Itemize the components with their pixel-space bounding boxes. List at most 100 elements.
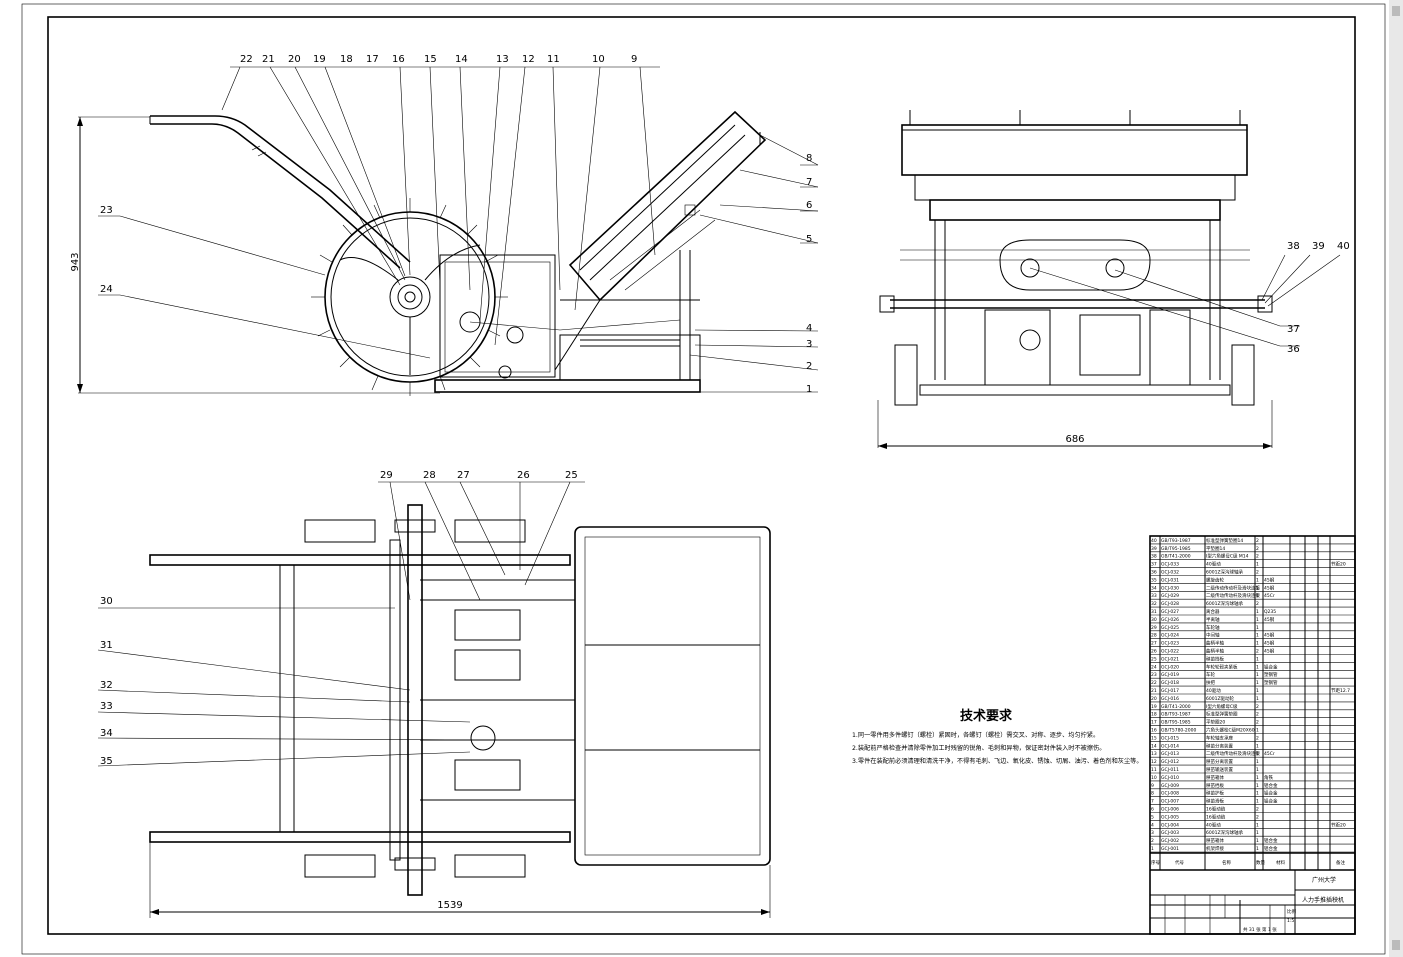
bom-cell: GCJ-008 (1161, 791, 1179, 797)
bom-cell: GCJ-004 (1161, 822, 1179, 828)
svg-text:16: 16 (392, 54, 405, 65)
bom-cell: 6 (1151, 807, 1154, 813)
bom-cell: 16 (1151, 728, 1157, 734)
bom-cell: 2 (1256, 720, 1259, 726)
bom-cell: 铝合金 (1264, 845, 1278, 852)
bom-cell: GCJ-023 (1161, 641, 1179, 647)
bom-cell: 秧苗护板 (1206, 790, 1224, 797)
svg-text:37: 37 (1287, 324, 1300, 335)
bom-cell: 秧苗分离装置 (1206, 758, 1233, 765)
bom-cell: GCJ-014 (1161, 743, 1179, 749)
dim-width-text: 686 (1065, 434, 1084, 445)
scroll-up-arrow[interactable] (1392, 6, 1400, 16)
svg-text:1: 1 (806, 384, 812, 395)
bom-cell: 45钢 (1264, 576, 1275, 583)
bom-cell: GB/T95-1985 (1161, 546, 1191, 552)
bom-cell: GCJ-016 (1161, 696, 1179, 702)
bom-cell: 车轮轮毂夹紧板 (1206, 663, 1238, 670)
bom-cell: 16驱动链 (1206, 806, 1226, 813)
bom-cell: GB/T41-2000 (1161, 704, 1191, 710)
bom-cell: 1 (1256, 617, 1259, 623)
bom-cell: 机架焊接 (1206, 845, 1224, 852)
svg-text:数量: 数量 (1256, 859, 1265, 866)
svg-text:31: 31 (100, 640, 113, 651)
bom-cell: 6001Z深沟球轴承 (1206, 600, 1244, 607)
bom-cell: 45钢 (1264, 584, 1275, 591)
bom-cell: 1 (1256, 672, 1259, 678)
bom-cell: 1 (1256, 625, 1259, 631)
bom-cell: 10 (1151, 775, 1157, 781)
bom-cell: 13 (1151, 751, 1157, 757)
bom-cell: 1 (1256, 680, 1259, 686)
bom-cell: GCJ-027 (1161, 609, 1179, 615)
bom-cell: 1 (1256, 743, 1259, 749)
svg-text:13: 13 (496, 54, 509, 65)
bom-cell: 秧苗滑板 (1206, 798, 1224, 805)
bom-cell: 车轮轴支承座 (1206, 734, 1233, 741)
bom-cell: 28 (1151, 633, 1157, 639)
bom-cell: 秧苗挡板 (1206, 782, 1224, 789)
bom-cell: 曲柄半轴 (1206, 648, 1224, 655)
bom-cell: 塑钢管 (1264, 671, 1278, 678)
seedling-tray-plan (574, 526, 771, 866)
tech-requirements-title: 技术要求 (960, 709, 1013, 724)
bom-cell: 23 (1151, 672, 1157, 678)
scrollbar[interactable] (1389, 0, 1403, 957)
svg-text:11: 11 (547, 54, 560, 65)
sheet-inner-border (47, 16, 1356, 935)
bom-cell: 角铁 (1264, 774, 1273, 781)
svg-text:30: 30 (100, 596, 113, 607)
bom-cell: 节距20 (1331, 562, 1346, 568)
end-view: 686 38 39 40 37 36 (877, 110, 1350, 449)
bom-cell: 17 (1151, 720, 1157, 726)
bom-cell: 秧苗箱体 (1206, 837, 1224, 844)
svg-text:20: 20 (288, 54, 301, 65)
bom-cell: 40驱动 (1206, 821, 1221, 828)
bom-cell: 39 (1151, 546, 1157, 552)
bom-cell: 30 (1151, 617, 1157, 623)
bom-cell: GCJ-032 (1161, 570, 1179, 576)
svg-text:27: 27 (457, 470, 470, 481)
bom-cell: 5 (1151, 814, 1154, 820)
bom-cell: 中间轴 (1206, 632, 1220, 639)
bom-cell: 铝合金 (1264, 663, 1278, 670)
bom-cell: 平垫圈14 (1206, 545, 1225, 552)
svg-text:34: 34 (100, 728, 113, 739)
bom-cell: 1 (1256, 799, 1259, 805)
svg-text:2: 2 (806, 361, 812, 372)
bom-cell: GB/T93-1987 (1161, 538, 1191, 544)
svg-text:6: 6 (806, 200, 812, 211)
bom-cell: 6001Z驱动轮 (1206, 695, 1235, 702)
bom-cell: 31 (1151, 609, 1157, 615)
tech-requirement-3: 3.零件在装配前必须清理和清洗干净，不得有毛刺、飞边、氧化皮、锈蚀、切屑、油污、… (852, 758, 1143, 765)
bom-cell: 19 (1151, 704, 1157, 710)
bom-cell: 秧苗挡板 (1206, 655, 1224, 662)
svg-text:24: 24 (100, 284, 113, 295)
bom-cell: 37 (1151, 562, 1157, 568)
bom-cell: GCJ-003 (1161, 830, 1179, 836)
bom-cell: 15 (1151, 735, 1157, 741)
bom-cell: 2 (1256, 704, 1259, 710)
svg-text:40: 40 (1337, 241, 1350, 252)
bom-cell: GCJ-028 (1161, 601, 1179, 607)
bom-cell: 1 (1256, 593, 1259, 599)
bom-cell: 2 (1256, 570, 1259, 576)
bom-cell: GCJ-030 (1161, 585, 1179, 591)
bom-cell: 铝合金 (1264, 798, 1278, 805)
bom-cell: 25 (1151, 656, 1157, 662)
svg-text:5: 5 (806, 234, 812, 245)
bom-cell: 2 (1256, 649, 1259, 655)
bom-cell: 27 (1151, 641, 1157, 647)
bom-cell: 曲柄半轴 (1206, 640, 1224, 647)
svg-text:36: 36 (1287, 344, 1300, 355)
bom-cell: 1 (1256, 656, 1259, 662)
bom-cell: 秧苗分离装置 (1206, 742, 1233, 749)
bom-cell: 铝合金 (1264, 790, 1278, 797)
bom-cell: 1 (1256, 609, 1259, 615)
bom-cell: 2 (1256, 814, 1259, 820)
bom-cell: 40驱动 (1206, 561, 1221, 568)
svg-text:材料: 材料 (1276, 859, 1285, 866)
scroll-down-arrow[interactable] (1392, 940, 1400, 950)
bom-cell: 2 (1256, 601, 1259, 607)
